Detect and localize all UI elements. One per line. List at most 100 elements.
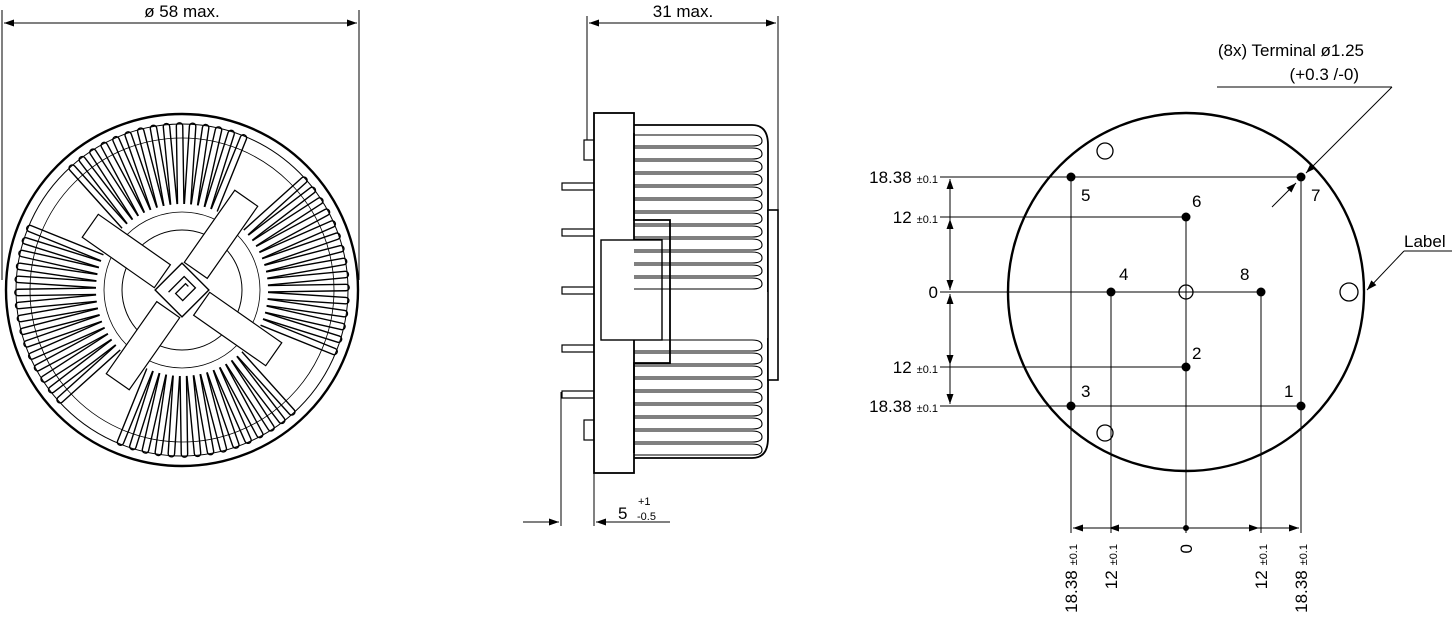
coil-turn: [634, 352, 763, 365]
hdim-label: 18.38±0.1: [1062, 544, 1081, 613]
terminal-pin-1: [1296, 401, 1306, 411]
winding-wire: [112, 136, 151, 213]
winding-wire: [199, 372, 228, 453]
winding-wire: [47, 339, 117, 394]
pin-label-8: 8: [1240, 265, 1249, 284]
winding-wire: [154, 374, 174, 457]
terminal-pin-4: [1106, 287, 1116, 297]
winding-wire: [14, 287, 97, 297]
coil-turn: [634, 147, 763, 160]
terminal-pin-5: [1066, 172, 1076, 182]
winding-wire: [18, 249, 100, 275]
winding-wire: [124, 131, 158, 211]
label-callout: Label: [1404, 232, 1446, 251]
winding-wire: [89, 148, 139, 220]
coil-turn: [634, 134, 763, 147]
winding-wire: [28, 321, 105, 360]
coil-turn: [634, 212, 763, 225]
winding-wire: [14, 275, 97, 289]
coil-windings-side: [634, 134, 763, 456]
winding-wire: [186, 375, 202, 458]
coil-turn: [634, 199, 763, 212]
spoke-arm: [183, 189, 259, 280]
coil-turn: [634, 339, 763, 352]
center-logo: [154, 262, 210, 318]
vdim-label: 12±0.1: [893, 358, 938, 377]
hdim-origin-dot: [1183, 525, 1189, 531]
hdim-label: 12±0.1: [1102, 544, 1121, 589]
mounting-hole-right: [1339, 282, 1359, 302]
coil-turn: [634, 225, 763, 238]
winding-wire: [40, 333, 112, 383]
winding-wires: [14, 122, 350, 458]
winding-wire: [16, 301, 98, 323]
coil-turn: [634, 378, 763, 391]
terminal-pin: [561, 286, 595, 295]
winding-wire: [19, 307, 100, 336]
cross-spokes: [81, 189, 283, 391]
winding-wire: [78, 155, 133, 225]
winding-wire: [190, 123, 210, 206]
terminal-pin-6: [1181, 212, 1191, 222]
hdim-label: 0: [1177, 544, 1196, 553]
winding-wire: [197, 126, 223, 208]
winding-wire: [266, 298, 349, 318]
pin-layout-view: [940, 86, 1452, 533]
hub-ring: [121, 229, 243, 351]
winding-wire: [21, 237, 102, 268]
terminal-callout-line1: (8x) Terminal ø1.25: [1218, 41, 1364, 60]
coil-turn: [634, 251, 763, 264]
pin-label-2: 2: [1192, 344, 1201, 363]
coil-turn: [634, 160, 763, 173]
terminal-pin-7: [1296, 172, 1306, 182]
coil-turn: [634, 365, 763, 378]
coil-turn: [634, 430, 763, 443]
housing-body: [633, 133, 671, 453]
mounting-hole-bottom: [1096, 424, 1114, 442]
coil-turn: [634, 186, 763, 199]
vdim-label: 12±0.1: [893, 208, 938, 227]
winding-wire: [162, 122, 178, 205]
terminal-pins: [1066, 172, 1306, 411]
hdim-label: 12±0.1: [1252, 544, 1271, 589]
winding-wire: [26, 224, 104, 262]
winding-wire: [259, 220, 336, 259]
winding-wire: [204, 129, 235, 210]
winding-wire: [236, 351, 296, 416]
winding-wire: [33, 327, 109, 372]
winding-wire: [261, 232, 341, 266]
winding-wire: [231, 355, 286, 425]
front-view: [1, 10, 360, 468]
winding-wire: [260, 318, 338, 356]
pin-label-6: 6: [1192, 192, 1201, 211]
center-logo-mark: [168, 275, 197, 302]
side-view: [523, 16, 779, 526]
terminal-pin: [561, 390, 595, 399]
pin-label-1: 1: [1284, 382, 1293, 401]
winding-wire: [262, 312, 343, 343]
coil-turn: [634, 173, 763, 186]
pin-label-3: 3: [1081, 382, 1090, 401]
pin-length-tol-plus: +1: [638, 496, 651, 508]
pin-label-7: 7: [1311, 186, 1320, 205]
winding-wire: [136, 127, 165, 208]
winding-wire: [206, 369, 240, 449]
coil-outline-top: [634, 124, 769, 292]
winding-wire: [247, 186, 317, 241]
housing-outer-circle: [4, 112, 360, 468]
winding-wire: [193, 374, 215, 456]
pin-label-5: 5: [1081, 186, 1090, 205]
pin-length-value: 5: [618, 504, 627, 523]
terminal-pin-2: [1181, 362, 1191, 372]
winding-wire: [14, 294, 97, 310]
winding-wire: [141, 372, 167, 454]
winding-wire: [225, 360, 275, 432]
coil-turn: [634, 443, 763, 456]
winding-wire: [255, 208, 331, 253]
coil-turn: [634, 277, 763, 290]
spoke-arm: [192, 291, 283, 367]
winding-wire: [243, 176, 308, 236]
winding-wire: [252, 197, 324, 247]
